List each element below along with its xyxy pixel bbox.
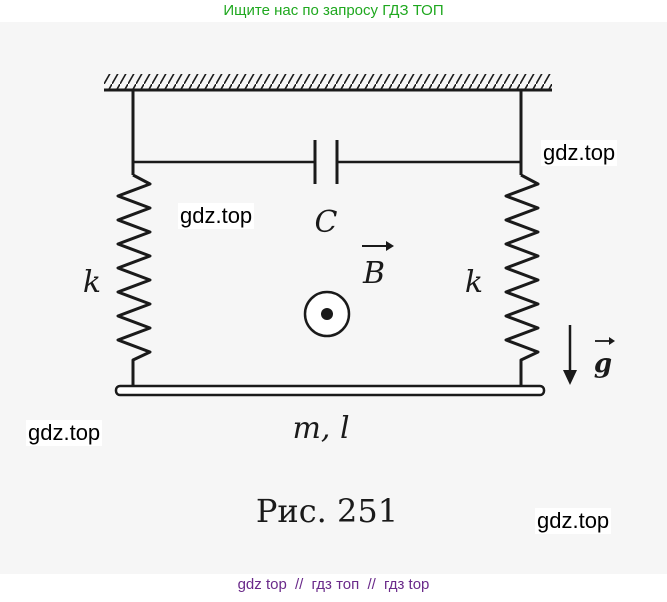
b-vector-arrowhead — [386, 241, 394, 251]
spring-left-label: k — [83, 265, 101, 300]
spring-right-label: k — [465, 265, 483, 300]
field-label: B — [362, 256, 385, 291]
rod-label: m, l — [292, 411, 349, 446]
gravity-arrowhead — [563, 370, 577, 385]
watermark: gdz.top — [541, 140, 618, 166]
rod — [114, 384, 546, 397]
watermark: gdz.top — [178, 203, 255, 229]
top-banner[interactable]: Ищите нас по запросу ГДЗ ТОП — [223, 2, 444, 19]
ceiling-hatching — [104, 74, 552, 90]
spring-left — [116, 173, 152, 386]
spring-right — [504, 173, 540, 386]
gravity-label: g — [594, 349, 612, 379]
watermark: gdz.top — [535, 508, 612, 534]
footer-link[interactable]: gdz top — [237, 576, 287, 593]
footer-separator: // — [367, 576, 376, 593]
footer-link[interactable]: гдз top — [383, 576, 430, 593]
footer-link[interactable]: гдз топ — [311, 576, 360, 593]
field-dot — [321, 308, 333, 320]
g-vector-arrowhead — [609, 337, 615, 345]
footer-separator: // — [294, 576, 304, 593]
watermark: gdz.top — [26, 420, 103, 446]
figure-caption: Рис. 251 — [256, 492, 398, 530]
footer-links: gdz top // гдз топ // гдз top — [0, 576, 667, 598]
capacitor-label: C — [315, 205, 338, 240]
